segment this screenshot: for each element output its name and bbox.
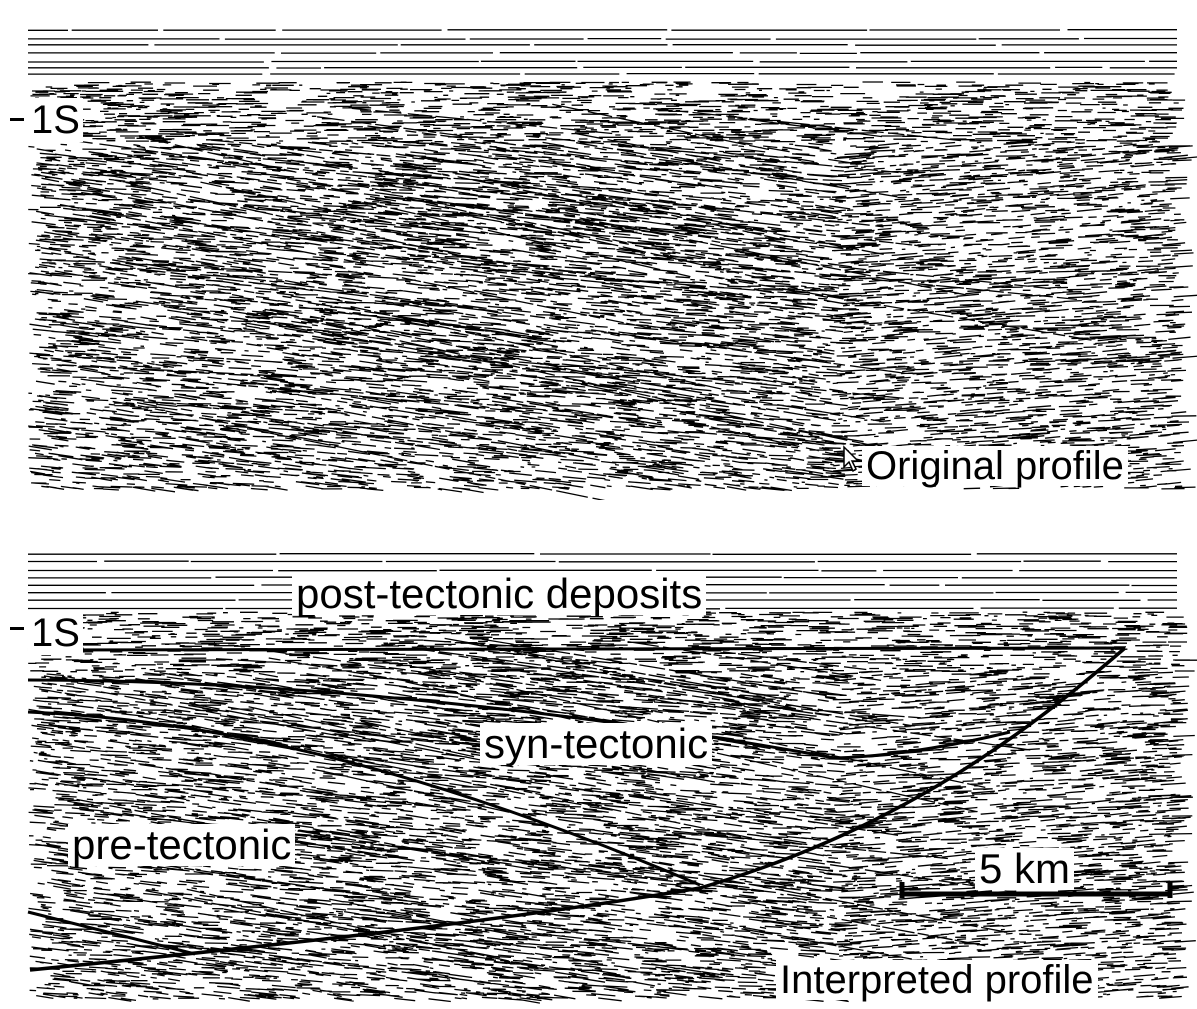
post-tectonic-base-horizon <box>28 648 1125 651</box>
seismic-reflections <box>28 30 1197 500</box>
time-tick-mark <box>10 118 24 121</box>
interpreted-profile-panel: 1S post-tectonic deposits syn-tectonic p… <box>0 530 1197 1009</box>
time-marker-label: 1S <box>28 611 83 655</box>
interpreted-profile-title: Interpreted profile <box>776 960 1098 1000</box>
original-seismic-image <box>0 0 1197 500</box>
time-marker-label: 1S <box>28 98 83 142</box>
original-profile-panel: 1S Original profile <box>0 0 1197 500</box>
seismic-reflections <box>28 554 1197 1003</box>
post-tectonic-label: post-tectonic deposits <box>292 573 706 615</box>
pre-tectonic-label: pre-tectonic <box>68 824 295 866</box>
syn-tectonic-label: syn-tectonic <box>480 723 712 765</box>
time-tick-mark <box>10 627 24 630</box>
scale-bar-label: 5 km <box>975 848 1074 890</box>
original-profile-title: Original profile <box>862 446 1128 486</box>
mouse-cursor-icon <box>842 445 860 473</box>
